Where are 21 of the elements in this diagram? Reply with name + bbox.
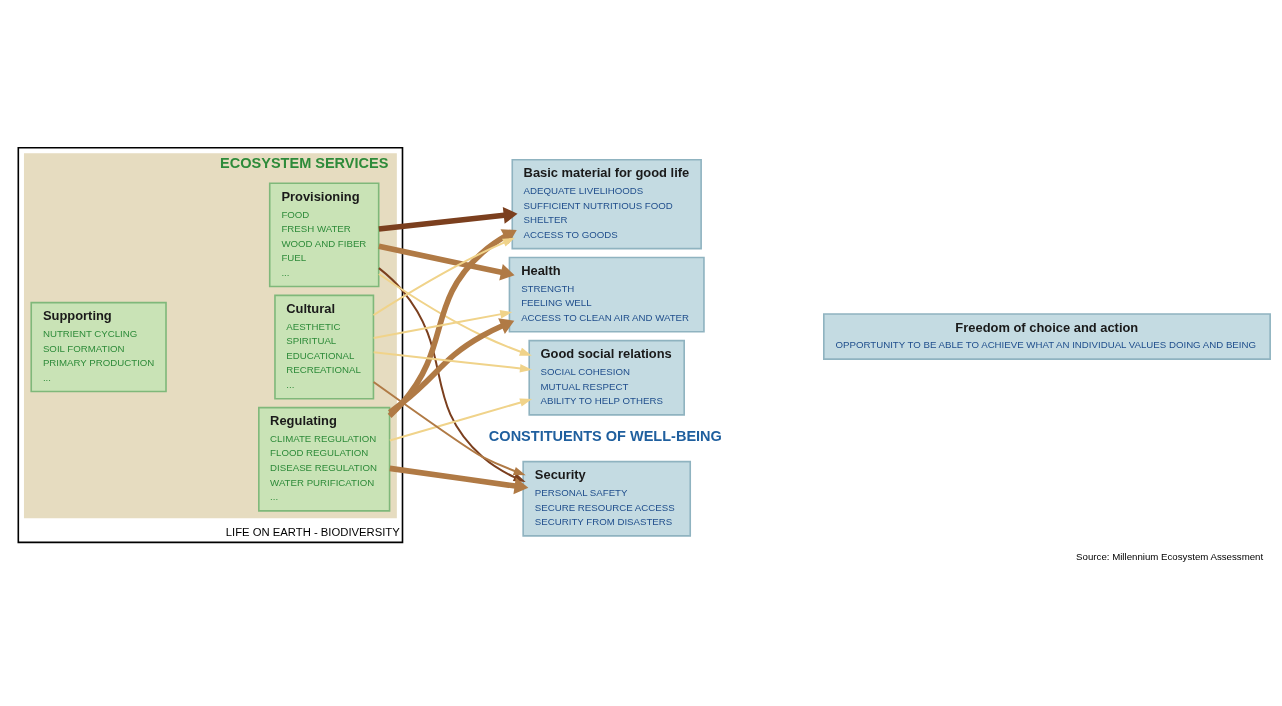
label: CONSTITUENTS OF WELL-BEING: [488, 427, 722, 444]
node-box: Regulating CLIMATE REGULATION FLOOD REGULATION DISEASE REGULATION WATER PURIFICATION ...: [258, 406, 391, 512]
node-box: Freedom of choice and action OPPORTUNITY TO BE ABLE TO ACHIEVE WHAT AN INDIVIDUAL VALUES DOING AND BEING: [823, 312, 1271, 360]
node-box: Health STRENGTH FEELING WELL ACCESS TO CLEAN AIR AND WATER: [508, 256, 705, 332]
arrow: [378, 243, 515, 281]
arrow: [378, 206, 518, 232]
node-box: Provisioning FOOD FRESH WATER WOOD AND FIBER FUEL ...: [268, 181, 380, 287]
arrow: [373, 350, 533, 373]
arrow: [388, 317, 515, 415]
arrow: [387, 228, 517, 418]
node-box: Cultural AESTHETIC SPIRITUAL EDUCATIONAL RECREATIONAL ...: [274, 294, 375, 399]
caption: Source: Millennium Ecosystem Assessment: [1076, 550, 1264, 562]
arrow: [378, 272, 532, 356]
arrow: [372, 237, 515, 316]
node-box: Basic material for good life ADEQUATE LIVELIHOODS SUFFICIENT NUTRITIOUS FOOD SHELTER ACCESS TO GOODS: [511, 158, 702, 249]
node-box: Supporting NUTRIENT CYCLING SOIL FORMATION PRIMARY PRODUCTION ...: [30, 301, 167, 392]
arrow: [389, 397, 533, 441]
node-box: Good social relations SOCIAL COHESION MUTUAL RESPECT ABILITY TO HELP OTHERS: [528, 339, 685, 416]
arrow: [373, 309, 513, 339]
node-box: Security PERSONAL SAFETY SECURE RESOURCE ACCESS SECURITY FROM DISASTERS: [522, 460, 692, 537]
arrow: [373, 380, 526, 475]
